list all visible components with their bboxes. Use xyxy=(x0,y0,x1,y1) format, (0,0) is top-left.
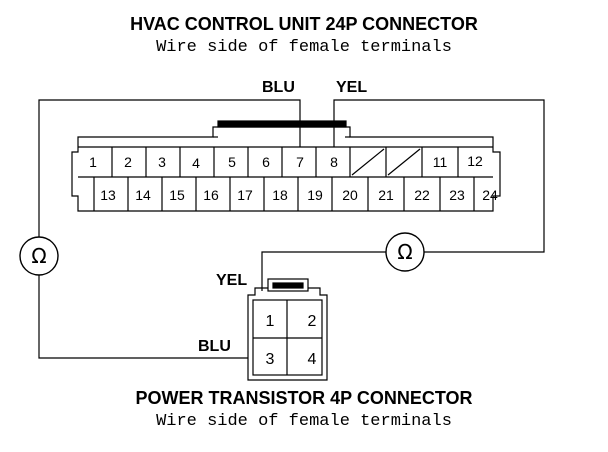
hvac-pin-6: 6 xyxy=(262,154,270,170)
hvac-pin-1: 1 xyxy=(89,154,97,170)
power-transistor-4p-connector xyxy=(247,278,328,381)
hvac-connector-subtitle: Wire side of female terminals xyxy=(156,38,452,57)
right-ohmmeter: Ω xyxy=(385,232,425,272)
power-transistor-title: POWER TRANSISTOR 4P CONNECTOR xyxy=(135,388,473,408)
hvac-pin-13: 13 xyxy=(100,187,116,203)
power-transistor-subtitle: Wire side of female terminals xyxy=(156,412,452,431)
empty-cavity-9-marker xyxy=(351,148,385,176)
hvac-pin-3: 3 xyxy=(158,154,166,170)
hvac-pin-4: 4 xyxy=(192,155,200,171)
hvac-pin-23: 23 xyxy=(449,187,465,203)
hvac-pin-21: 21 xyxy=(378,187,394,203)
hvac-pin-19: 19 xyxy=(307,187,323,203)
pt-pin-3: 3 xyxy=(266,351,275,368)
hvac-pin-7: 7 xyxy=(296,154,304,170)
hvac-pin-20: 20 xyxy=(342,187,358,203)
blu-wire-lower xyxy=(38,275,248,359)
hvac-yel-wire-label: YEL xyxy=(336,79,367,96)
hvac-pin-8: 8 xyxy=(330,154,338,170)
hvac-bottom-row: 13 14 15 16 17 18 19 20 21 22 23 24 xyxy=(100,187,498,203)
pt-pin-1: 1 xyxy=(266,313,275,330)
hvac-blu-wire-label: BLU xyxy=(262,79,295,96)
hvac-top-row: 1 2 3 4 5 6 7 8 11 12 xyxy=(89,153,483,171)
ohm-icon: Ω xyxy=(397,240,412,264)
blu-wire-upper xyxy=(38,99,301,237)
hvac-pin-2: 2 xyxy=(124,154,132,170)
pt-yel-wire-label: YEL xyxy=(216,272,247,289)
hvac-pin-15: 15 xyxy=(169,187,185,203)
hvac-pin-5: 5 xyxy=(228,154,236,170)
hvac-pin-11: 11 xyxy=(433,154,448,170)
left-ohmmeter: Ω xyxy=(19,236,59,276)
hvac-pin-18: 18 xyxy=(272,187,288,203)
test-wires xyxy=(38,99,545,359)
hvac-connector-title: HVAC CONTROL UNIT 24P CONNECTOR xyxy=(130,14,478,34)
hvac-24p-connector xyxy=(71,120,501,212)
pt-blu-wire-label: BLU xyxy=(198,338,231,355)
hvac-pin-24: 24 xyxy=(482,187,498,203)
ohm-icon: Ω xyxy=(31,244,46,268)
yel-wire-upper xyxy=(333,99,545,253)
power-transistor-pins: 1 2 3 4 xyxy=(266,313,317,368)
hvac-pin-14: 14 xyxy=(135,187,151,203)
yel-wire-lower xyxy=(261,251,386,291)
hvac-pin-17: 17 xyxy=(237,187,253,203)
hvac-pin-22: 22 xyxy=(414,187,430,203)
pt-pin-2: 2 xyxy=(308,313,317,330)
hvac-pin-16: 16 xyxy=(203,187,219,203)
hvac-pin-12: 12 xyxy=(467,153,483,169)
pt-pin-4: 4 xyxy=(308,351,317,368)
empty-cavity-10-marker xyxy=(387,148,421,176)
